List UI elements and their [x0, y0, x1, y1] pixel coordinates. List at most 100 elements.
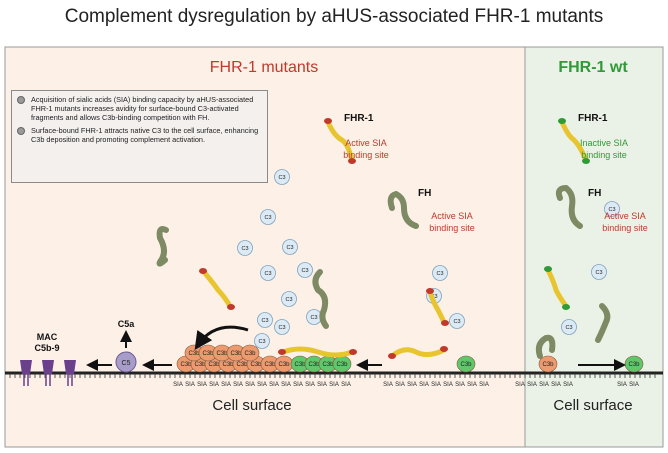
c3b-label: C3b [278, 362, 290, 368]
c3b-label: C3b [294, 362, 306, 368]
c3b-label: C3b [194, 362, 206, 368]
c3-label: C3 [241, 246, 248, 252]
sia-label: SIA [407, 382, 417, 388]
c3b-label: C3b [250, 362, 262, 368]
fhr1-binding-site [324, 118, 332, 124]
protein-group [156, 118, 611, 359]
c3b-label: C3b [308, 362, 320, 368]
sia-label: SIA [221, 382, 231, 388]
bullet-icon [17, 126, 25, 135]
c3-label: C3 [595, 270, 602, 276]
fhr1-protein [389, 347, 447, 359]
c3-molecule [260, 265, 276, 281]
sia-label: SIA [629, 382, 639, 388]
mutant-fh-site-line2: binding site [429, 223, 475, 233]
sia-label: SIA [563, 382, 573, 388]
c3b-label: C3b [180, 362, 192, 368]
c3-label: C3 [264, 271, 271, 277]
c5-label: C5 [122, 360, 131, 367]
sia-label: SIA [197, 382, 207, 388]
fhr1-protein [545, 267, 569, 309]
c3-molecule [281, 291, 297, 307]
c3b-label: C3b [230, 351, 242, 357]
c3-molecule [282, 239, 298, 255]
fh-protein [535, 334, 556, 359]
mechanism-note-text: Acquisition of sialic acids (SIA) bindin… [31, 95, 254, 123]
figure-title: Complement dysregulation by aHUS-associa… [64, 6, 604, 27]
c3b-fragment [538, 355, 558, 373]
sia-label: SIA [395, 382, 405, 388]
c3b-label: C3b [236, 362, 248, 368]
c5a-label: C5a [118, 319, 136, 329]
sia-label: SIA [257, 382, 267, 388]
fhr1-protein [427, 289, 447, 325]
sia-ticks [9, 373, 656, 378]
c3-molecule [591, 264, 607, 280]
fhr1-binding-site [558, 118, 566, 124]
c3b-fragment [240, 344, 260, 362]
mutant-fhr1-site-line2: binding site [343, 150, 389, 160]
c3-label: C3 [301, 268, 308, 274]
sia-label: SIA [329, 382, 339, 388]
mac-complexes [20, 360, 76, 386]
sia-label: SIA [233, 382, 243, 388]
c3b-label: C3b [216, 351, 228, 357]
sia-label: SIA [551, 382, 561, 388]
wt-panel-header: FHR-1 wt [558, 59, 628, 76]
c3-label: C3 [258, 339, 265, 345]
sia-label: SIA [443, 382, 453, 388]
c3b-label: C3b [628, 362, 640, 368]
sia-label: SIA [269, 382, 279, 388]
sia-label: SIA [305, 382, 315, 388]
c3-molecule [274, 169, 290, 185]
fhr1-binding-site [348, 158, 356, 164]
c3-molecule [237, 240, 253, 256]
sia-label: SIA [281, 382, 291, 388]
c3-molecule [561, 319, 577, 335]
c3-label: C3 [436, 271, 443, 277]
c3-molecule [257, 312, 273, 328]
c3b-label: C3b [208, 362, 220, 368]
mac-pore [20, 360, 32, 374]
sia-label: SIA [173, 382, 183, 388]
c3-label: C3 [261, 318, 268, 324]
fhr1-binding-site [227, 304, 235, 310]
c3-molecule [297, 262, 313, 278]
fhr1-binding-site [199, 268, 207, 274]
c3b-label: C3b [188, 351, 200, 357]
fhr1-protein [201, 269, 233, 309]
sia-label: SIA [341, 382, 351, 388]
c5b9-label: C5b-9 [34, 343, 59, 353]
c3-label: C3 [278, 325, 285, 331]
c3-label: C3 [453, 319, 460, 325]
fh-protein [156, 226, 169, 267]
wt-fhr1-label: FHR-1 [578, 113, 608, 124]
wt-fh-site-line2: binding site [602, 223, 648, 233]
c3b-label: C3b [222, 362, 234, 368]
wt-panel [524, 46, 664, 448]
c3b-label: C3b [244, 351, 256, 357]
wt-fhr1-site-line2: binding site [581, 150, 627, 160]
mac-label: MAC [37, 332, 58, 342]
mutant-fh-label: FH [418, 188, 431, 199]
c3-molecule [254, 333, 270, 349]
c3b-label: C3b [542, 362, 554, 368]
c3-label: C3 [285, 297, 292, 303]
c3-molecule [449, 313, 465, 329]
c5-molecule [115, 351, 137, 373]
mutant-fhr1-site-line1: Active SIA [345, 138, 387, 148]
c3-molecule [274, 319, 290, 335]
c3-molecule [604, 201, 620, 217]
sia-label: SIA [419, 382, 429, 388]
sia-label: SIA [431, 382, 441, 388]
mechanism-note: Acquisition of sialic acids (SIA) bindin… [17, 95, 262, 123]
c3-molecule [432, 265, 448, 281]
bullet-icon [17, 96, 25, 104]
mechanism-note-text: Surface-bound FHR-1 attracts native C3 t… [31, 125, 259, 144]
mac-pore [42, 360, 54, 374]
sia-label: SIA [185, 382, 195, 388]
c3-label: C3 [278, 175, 285, 181]
